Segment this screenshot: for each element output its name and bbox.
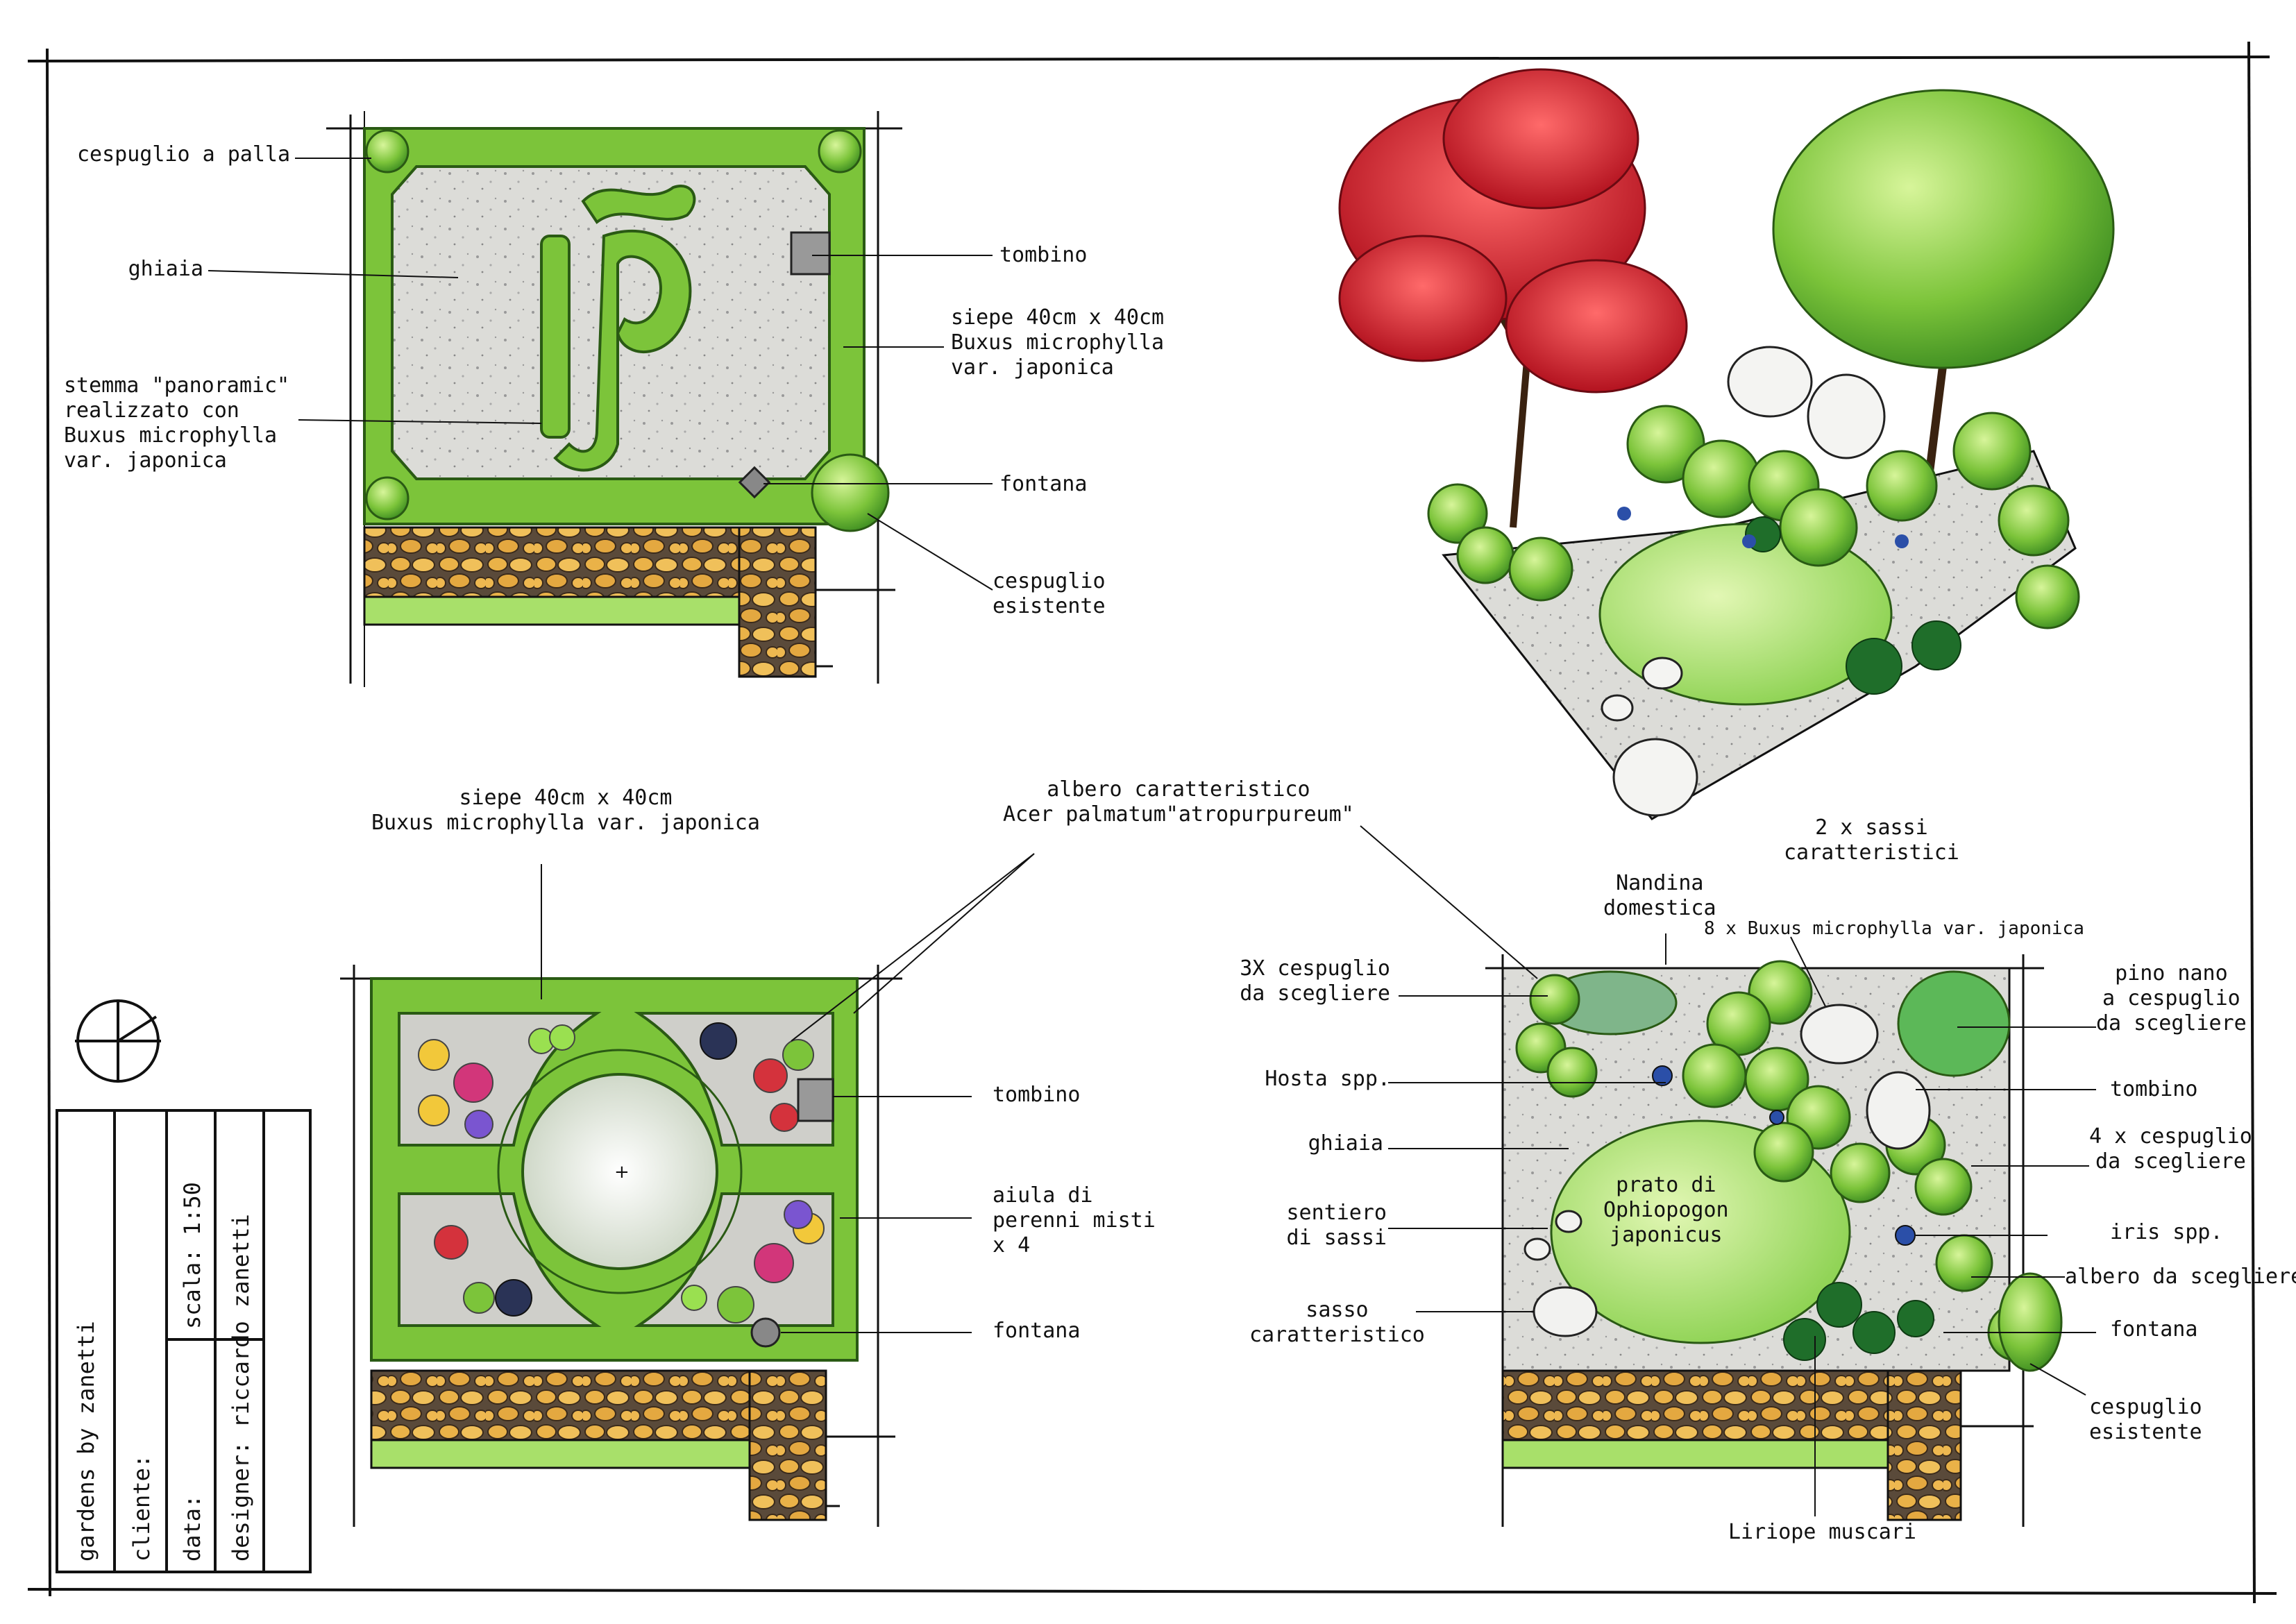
label-feature-rock: sasso caratteristico [1249, 1298, 1425, 1347]
perspective-sketch [1338, 68, 2115, 820]
label-nandina: Nandina domestica [1603, 871, 1716, 920]
client-label: cliente: [128, 1454, 155, 1562]
plan-1-stemma [326, 111, 902, 687]
label-existing-bush: cespuglio esistente [993, 569, 1106, 618]
plan-3-leaders [1360, 825, 2096, 1516]
ball-bush [818, 129, 862, 174]
label-tree: albero da scegliere [2065, 1264, 2296, 1289]
title-block-frame [56, 1109, 312, 1573]
round-tree [1772, 89, 2115, 473]
svg-text:+: + [614, 1162, 630, 1183]
existing-bush [1998, 1272, 2063, 1372]
plan-1-leaders [208, 158, 993, 591]
manhole [797, 1078, 834, 1122]
label-manhole: tombino [993, 1083, 1081, 1107]
manhole [790, 231, 831, 276]
scale-label: scala: 1:50 [179, 1182, 205, 1329]
label-hedge: siepe 40cm x 40cm Buxus microphylla var.… [951, 305, 1165, 380]
company-name: gardens by zanetti [73, 1321, 99, 1562]
label-buxus: 8 x Buxus microphylla var. japonica [1704, 918, 2084, 939]
label-manhole: tombino [2110, 1077, 2198, 1101]
label-rocks: 2 x sassi caratteristici [1784, 815, 1959, 865]
label-fountain: fontana [2110, 1317, 2198, 1342]
label-bush-3x: 3X cespuglio da scegliere [1240, 956, 1390, 1006]
fountain [750, 1317, 781, 1348]
label-fountain: fontana [999, 472, 1088, 496]
north-arrow [75, 999, 161, 1083]
label-hedge: siepe 40cm x 40cm Buxus microphylla var.… [371, 786, 760, 835]
plan-2-parterre: + [340, 965, 902, 1527]
paving [738, 526, 817, 678]
designer-label: designer: riccardo zanetti [228, 1214, 254, 1562]
iris-flowers [1617, 507, 1909, 548]
rocks [1601, 346, 1886, 817]
paving [748, 1369, 827, 1521]
grass-strip [1501, 1439, 1889, 1469]
sheet-border [27, 41, 2277, 1604]
plan-3-naturalistic [1485, 954, 2063, 1527]
label-perennial-beds: aiula di perenni misti x 4 [993, 1183, 1156, 1258]
label-manhole: tombino [999, 243, 1088, 267]
label-existing-bush: cespuglio esistente [2089, 1395, 2202, 1444]
label-bush-4x: 4 x cespuglio da scegliere [2089, 1124, 2252, 1174]
central-lawn-ring [497, 1049, 743, 1294]
grass-strip [370, 1439, 751, 1469]
ball-bush [365, 476, 410, 521]
stemma-hedge [540, 185, 696, 472]
label-dwarf-pine: pino nano a cespuglio da scegliere [2096, 961, 2247, 1035]
pine-bush [1897, 970, 2011, 1077]
date-label: data: [179, 1494, 205, 1562]
label-gravel: ghiaia [1308, 1131, 1383, 1156]
rocks [1523, 1004, 1931, 1337]
label-fountain: fontana [993, 1319, 1081, 1343]
ball-bush [365, 129, 410, 174]
paving [1501, 1369, 1962, 1441]
label-stemma: stemma "panoramic" realizzato con Buxus … [64, 373, 290, 473]
hosta-iris [1652, 1065, 1916, 1246]
label-ball-bush: cespuglio a palla [76, 142, 290, 167]
maple-tree [1338, 68, 1688, 528]
grass-strip [363, 595, 741, 626]
perennials [418, 1022, 825, 1323]
central-lawn [521, 1073, 718, 1270]
existing-bush [811, 453, 890, 532]
label-hosta: Hosta spp. [1265, 1067, 1390, 1091]
shrubs [1427, 405, 2080, 629]
label-lawn: prato di Ophiopogon japonicus [1603, 1173, 1729, 1247]
fountain [738, 466, 771, 499]
liriope [1783, 1282, 1934, 1361]
label-stone-path: sentiero di sassi [1286, 1201, 1387, 1250]
label-maple: albero caratteristico Acer palmatum"atro… [1003, 777, 1354, 827]
label-gravel: ghiaia [128, 257, 203, 281]
paving [1886, 1369, 1962, 1521]
label-liriope: Liriope muscari [1728, 1520, 1916, 1544]
liriope [1745, 516, 1961, 695]
plan-2-leaders [541, 853, 1035, 1333]
label-iris: iris spp. [2110, 1220, 2223, 1244]
